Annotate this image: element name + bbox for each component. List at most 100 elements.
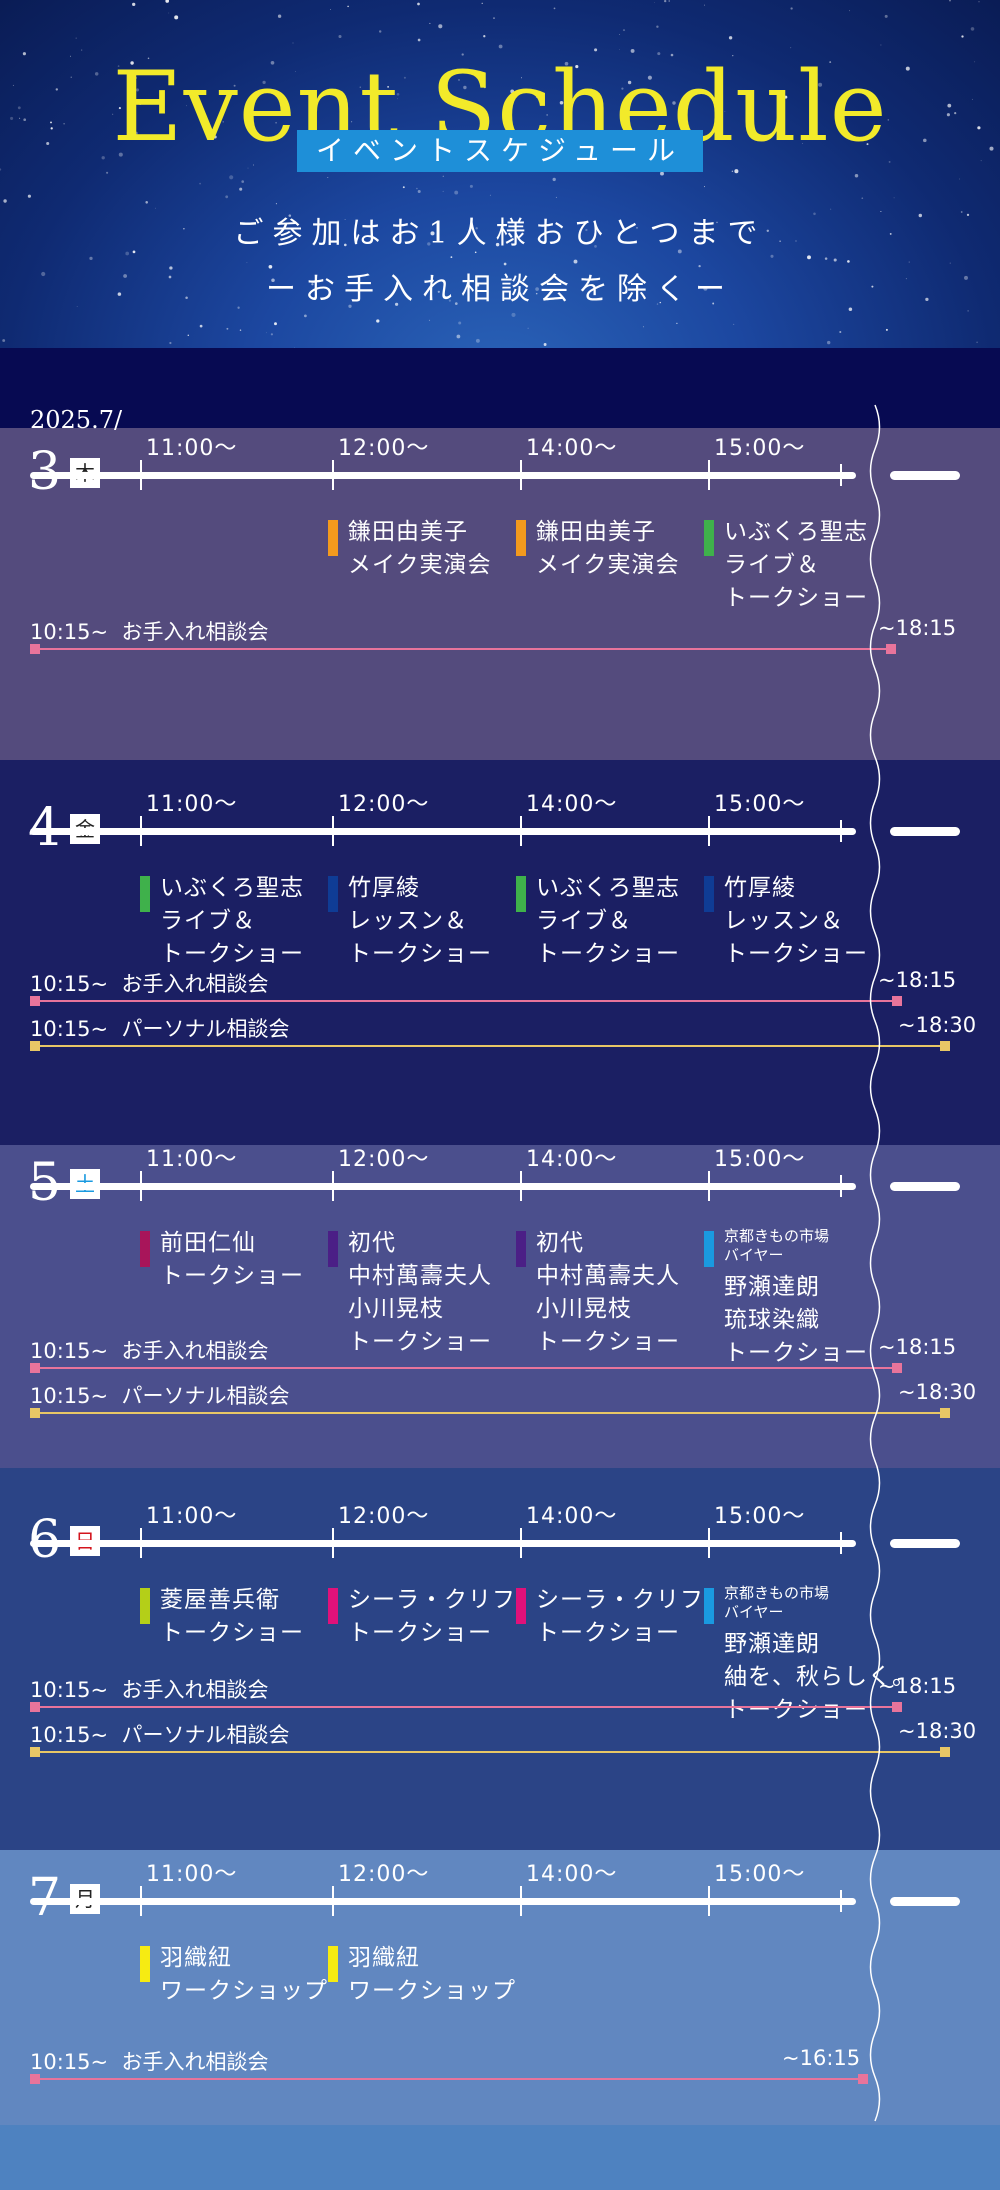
timeline-tick xyxy=(708,1171,710,1201)
event-color-marker xyxy=(328,1231,338,1267)
consultation-end-time: ~18:15 xyxy=(878,1674,957,1698)
consultation-end-marker xyxy=(892,1363,902,1373)
time-label: 11:00〜 xyxy=(146,1147,238,1172)
event-color-marker xyxy=(704,520,714,556)
timeline-end-marker xyxy=(890,1182,960,1191)
timeline-tick xyxy=(840,1532,842,1554)
event-title: 鎌田由美子 メイク実演会 xyxy=(536,519,680,578)
day-section-6: 6日11:00〜12:00〜14:00〜15:00〜菱屋善兵衛 トークショーシー… xyxy=(0,1468,1000,1850)
time-label: 15:00〜 xyxy=(714,436,806,461)
consultation-label: 10:15~ お手入れ相談会 xyxy=(30,1339,269,1363)
time-label: 12:00〜 xyxy=(338,1862,430,1887)
year-month-label: 2025.7/ xyxy=(30,406,123,434)
time-label: 14:00〜 xyxy=(526,792,618,817)
consultation-start-marker xyxy=(30,1747,40,1757)
timeline-tick xyxy=(520,460,522,490)
time-label: 15:00〜 xyxy=(714,1147,806,1172)
consultation-end-time: ~16:15 xyxy=(782,2046,861,2070)
event-title: シーラ・クリフ トークショー xyxy=(348,1587,516,1646)
event-color-marker xyxy=(328,1946,338,1982)
timeline-end-marker xyxy=(890,1539,960,1548)
consultation-start-marker xyxy=(30,1041,40,1051)
timeline-tick xyxy=(332,1886,334,1916)
consultation-end-marker xyxy=(892,1702,902,1712)
consultation-timeline xyxy=(34,1706,896,1708)
event-title: シーラ・クリフ トークショー xyxy=(536,1587,704,1646)
day-section-7: 7月11:00〜12:00〜14:00〜15:00〜羽織紐 ワークショップ羽織紐… xyxy=(0,1850,1000,2125)
timeline-tick xyxy=(708,816,710,846)
timeline-tick xyxy=(332,816,334,846)
time-label: 12:00〜 xyxy=(338,436,430,461)
time-label: 15:00〜 xyxy=(714,792,806,817)
timeline-end-marker xyxy=(890,471,960,480)
timeline-tick xyxy=(520,816,522,846)
consultation-end-marker xyxy=(940,1747,950,1757)
consultation-start-marker xyxy=(30,2074,40,2084)
event-title: 鎌田由美子 メイク実演会 xyxy=(348,519,492,578)
consultation-timeline xyxy=(34,1367,896,1369)
timeline-axis xyxy=(30,1183,856,1190)
day-section-3: 3木11:00〜12:00〜14:00〜15:00〜鎌田由美子 メイク実演会鎌田… xyxy=(0,428,1000,760)
consultation-timeline xyxy=(34,2078,862,2080)
time-label: 11:00〜 xyxy=(146,792,238,817)
consultation-timeline xyxy=(34,1412,944,1414)
consultation-end-time: ~18:15 xyxy=(878,968,957,992)
timeline-tick xyxy=(840,820,842,842)
consultation-timeline xyxy=(34,1000,896,1002)
consultation-end-time: ~18:15 xyxy=(878,1335,957,1359)
participation-note: ご参加はお1人様おひとつまで xyxy=(233,216,767,251)
page-subtitle: イベントスケジュール xyxy=(315,134,685,167)
event-color-marker xyxy=(140,1588,150,1624)
timeline-axis xyxy=(30,828,856,835)
time-label: 12:00〜 xyxy=(338,1504,430,1529)
day-section-4: 4金11:00〜12:00〜14:00〜15:00〜いぶくろ聖志 ライブ＆ トー… xyxy=(0,760,1000,1145)
event-color-marker xyxy=(516,1588,526,1624)
event-title: いぶくろ聖志 ライブ＆ トークショー xyxy=(160,875,304,967)
event-title: 野瀬達朗 紬を、秋らしく。 トークショー xyxy=(724,1631,916,1723)
consultation-start-marker xyxy=(30,1702,40,1712)
event-title: 羽織紐 ワークショップ xyxy=(160,1945,328,2004)
event-title: 羽織紐 ワークショップ xyxy=(348,1945,516,2004)
timeline-tick xyxy=(708,1528,710,1558)
consultation-start-marker xyxy=(30,1408,40,1418)
consultation-label: 10:15~ お手入れ相談会 xyxy=(30,972,269,996)
timeline-tick xyxy=(520,1528,522,1558)
timeline-tick xyxy=(520,1886,522,1916)
consultation-label: 10:15~ お手入れ相談会 xyxy=(30,1678,269,1702)
consultation-label: 10:15~ パーソナル相談会 xyxy=(30,1384,290,1408)
time-label: 11:00〜 xyxy=(146,436,238,461)
event-title: いぶくろ聖志 ライブ＆ トークショー xyxy=(724,519,868,611)
event-title: 初代 中村萬壽夫人 小川晃枝 トークショー xyxy=(536,1230,680,1355)
timeline-tick xyxy=(140,1171,142,1201)
consultation-timeline xyxy=(34,648,890,650)
time-label: 14:00〜 xyxy=(526,1147,618,1172)
timeline-tick xyxy=(708,1886,710,1916)
timeline-tick xyxy=(840,1890,842,1912)
event-color-marker xyxy=(328,876,338,912)
timeline-end-marker xyxy=(890,827,960,836)
participation-note-exception: ーお手入れ相談会を除くー xyxy=(266,272,734,307)
consultation-end-marker xyxy=(940,1408,950,1418)
timeline-axis xyxy=(30,472,856,479)
timeline-tick xyxy=(520,1171,522,1201)
event-title: 初代 中村萬壽夫人 小川晃枝 トークショー xyxy=(348,1230,492,1355)
timeline-axis xyxy=(30,1898,856,1905)
event-color-marker xyxy=(516,1231,526,1267)
event-title: 竹厚綾 レッスン＆ トークショー xyxy=(724,875,868,967)
timeline-tick xyxy=(332,1171,334,1201)
time-label: 14:00〜 xyxy=(526,1862,618,1887)
timeline-tick xyxy=(140,460,142,490)
timeline-tick xyxy=(140,1886,142,1916)
consultation-end-marker xyxy=(940,1041,950,1051)
timeline-tick xyxy=(840,464,842,486)
header-bottom-band xyxy=(0,348,1000,428)
day-section-5: 5土11:00〜12:00〜14:00〜15:00〜前田仁仙 トークショー初代 … xyxy=(0,1145,1000,1468)
time-label: 11:00〜 xyxy=(146,1862,238,1887)
consultation-end-marker xyxy=(858,2074,868,2084)
event-color-marker xyxy=(328,1588,338,1624)
timeline-tick xyxy=(140,816,142,846)
consultation-end-time: ~18:30 xyxy=(898,1380,977,1404)
consultation-end-time: ~18:30 xyxy=(898,1719,977,1743)
event-color-marker xyxy=(516,520,526,556)
event-color-marker xyxy=(328,520,338,556)
